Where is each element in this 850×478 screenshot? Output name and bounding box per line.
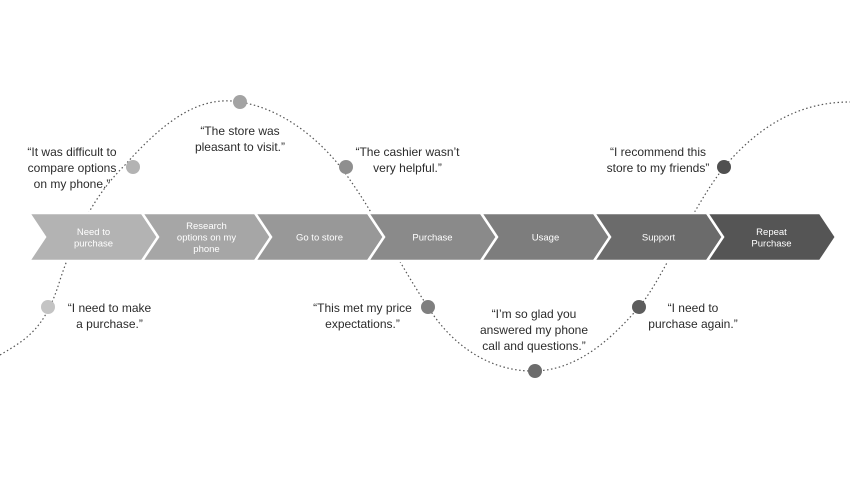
- stage-chevron: [704, 211, 838, 263]
- quote-purchase-again: “I need to purchase again.”: [648, 301, 738, 331]
- stage-label: Usage: [532, 233, 559, 244]
- stage-label: Support: [642, 233, 676, 244]
- sentiment-dot: [421, 300, 435, 314]
- quote-need-to-make-purchase: “I need to make a purchase.”: [67, 301, 152, 331]
- quote-glad-answered-call: “I’m so glad you answered my phone call …: [479, 307, 589, 353]
- sentiment-dot: [632, 300, 646, 314]
- sentiment-dot: [528, 364, 542, 378]
- quote-difficult-to-compare: “It was difficult to compare options on …: [27, 145, 117, 191]
- sentiment-dot: [233, 95, 247, 109]
- stage-label: Go to store: [296, 233, 343, 244]
- quote-recommend-store: “I recommend this store to my friends”: [606, 145, 710, 175]
- sentiment-dots: [41, 95, 731, 378]
- sentiment-dot: [41, 300, 55, 314]
- sentiment-dot: [717, 160, 731, 174]
- quote-store-pleasant: “The store was pleasant to visit.”: [194, 124, 286, 154]
- sentiment-dot: [339, 160, 353, 174]
- sentiment-dot: [126, 160, 140, 174]
- stage-label: Purchase: [412, 233, 452, 244]
- quote-cashier-not-helpful: “The cashier wasn’t very helpful.”: [355, 145, 460, 175]
- quote-price-expectations: “This met my price expectations.”: [313, 301, 412, 331]
